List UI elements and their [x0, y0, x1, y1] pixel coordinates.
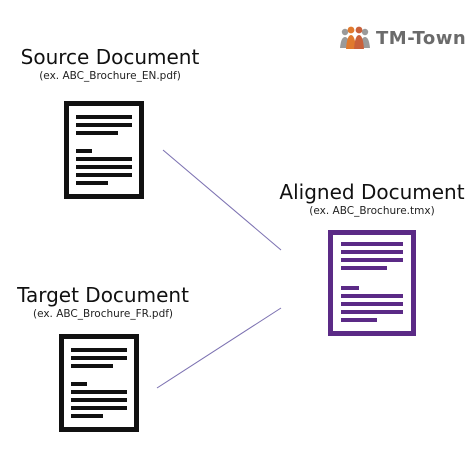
target-connector-line: [156, 307, 282, 389]
tm-town-logo: TM-Town: [338, 24, 468, 52]
aligned-subtitle: (ex. ABC_Brochure.tmx): [309, 205, 435, 217]
people-group-icon: [340, 26, 370, 49]
aligned-document-icon: [328, 230, 416, 336]
source-document-icon: [64, 101, 144, 199]
target-title: Target Document: [17, 283, 189, 307]
logo-text: TM-Town: [376, 27, 467, 49]
source-subtitle: (ex. ABC_Brochure_EN.pdf): [39, 70, 181, 82]
target-document-icon: [59, 334, 139, 432]
target-subtitle: (ex. ABC_Brochure_FR.pdf): [32, 308, 174, 320]
source-connector-line: [162, 149, 282, 251]
source-title: Source Document: [20, 45, 200, 69]
aligned-title: Aligned Document: [279, 180, 465, 204]
